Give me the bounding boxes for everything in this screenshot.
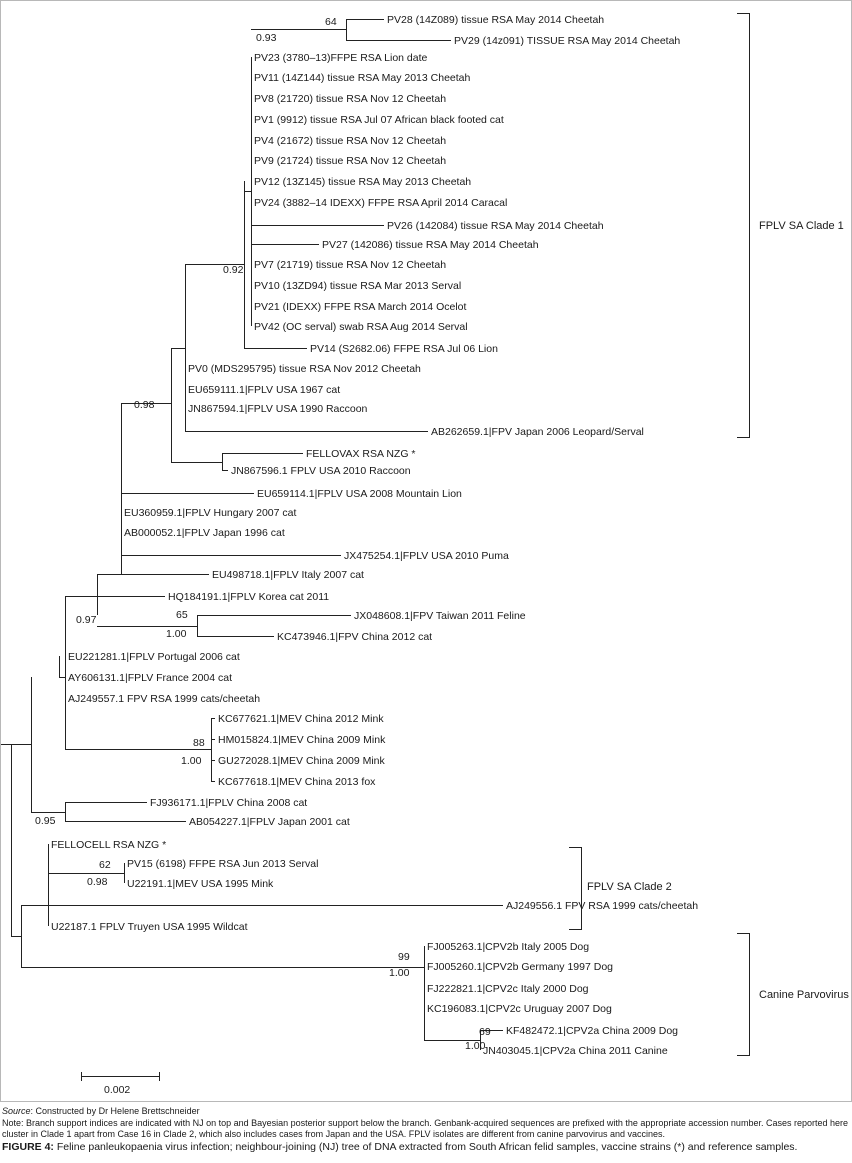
support-value: 1.00 — [389, 967, 410, 979]
tip-label: AB262659.1|FPV Japan 2006 Leopard/Serval — [431, 426, 644, 438]
tip-label: JN867596.1 FPLV USA 2010 Raccoon — [231, 465, 411, 477]
tip-label: PV1 (9912) tissue RSA Jul 07 African bla… — [254, 114, 504, 126]
caption-source: Source: Constructed by Dr Helene Brettsc… — [2, 1106, 850, 1118]
tip-label: FJ222821.1|CPV2c Italy 2000 Dog — [427, 983, 589, 995]
support-value: 0.95 — [35, 815, 56, 827]
scale-bar-label: 0.002 — [104, 1084, 130, 1096]
support-value: 69 — [479, 1026, 491, 1038]
tip-label: EU659114.1|FPLV USA 2008 Mountain Lion — [257, 488, 462, 500]
tip-label: PV21 (IDEXX) FFPE RSA March 2014 Ocelot — [254, 301, 466, 313]
tip-label: PV24 (3882–14 IDEXX) FFPE RSA April 2014… — [254, 197, 507, 209]
tip-label: AY606131.1|FPLV France 2004 cat — [68, 672, 232, 684]
clade-label: FPLV SA Clade 1 — [759, 220, 844, 232]
tip-label: JX475254.1|FPLV USA 2010 Puma — [344, 550, 509, 562]
caption-figure: FIGURE 4: Feline panleukopaenia virus in… — [2, 1141, 850, 1154]
tip-label: PV29 (14z091) TISSUE RSA May 2014 Cheeta… — [454, 35, 680, 47]
clade-label: FPLV SA Clade 2 — [587, 881, 672, 893]
tip-label: PV8 (21720) tissue RSA Nov 12 Cheetah — [254, 93, 446, 105]
tip-label: U22191.1|MEV USA 1995 Mink — [127, 878, 274, 890]
tip-label: AJ249556.1 FPV RSA 1999 cats/cheetah — [506, 900, 698, 912]
support-value: 65 — [176, 609, 188, 621]
support-value: 62 — [99, 859, 111, 871]
tip-label: FJ005263.1|CPV2b Italy 2005 Dog — [427, 941, 589, 953]
support-value: 0.98 — [134, 399, 155, 411]
support-value: 99 — [398, 951, 410, 963]
tip-label: PV42 (OC serval) swab RSA Aug 2014 Serva… — [254, 321, 468, 333]
source-text: : Constructed by Dr Helene Brettschneide… — [30, 1106, 200, 1116]
figure-label: FIGURE 4: — [2, 1140, 54, 1153]
tip-label: AJ249557.1 FPV RSA 1999 cats/cheetah — [68, 693, 260, 705]
tip-label: FELLOCELL RSA NZG * — [51, 839, 166, 851]
support-value: 0.97 — [76, 614, 97, 626]
tip-label: PV14 (S2682.06) FFPE RSA Jul 06 Lion — [310, 343, 498, 355]
clade-label: Canine Parvovirus — [759, 989, 849, 1001]
tip-label: KC473946.1|FPV China 2012 cat — [277, 631, 432, 643]
tip-label: JX048608.1|FPV Taiwan 2011 Feline — [354, 610, 526, 622]
tip-label: HM015824.1|MEV China 2009 Mink — [218, 734, 386, 746]
support-value: 0.93 — [256, 32, 277, 44]
tip-label: KC677618.1|MEV China 2013 fox — [218, 776, 376, 788]
figure-text: Feline panleukopaenia virus infection; n… — [53, 1140, 798, 1153]
support-value: 88 — [193, 737, 205, 749]
tip-label: KC677621.1|MEV China 2012 Mink — [218, 713, 384, 725]
figure-caption: Source: Constructed by Dr Helene Brettsc… — [2, 1106, 850, 1154]
tip-label: PV4 (21672) tissue RSA Nov 12 Cheetah — [254, 135, 446, 147]
tip-label: PV12 (13Z145) tissue RSA May 2013 Cheeta… — [254, 176, 471, 188]
support-value: 1.00 — [181, 755, 202, 767]
support-value: 64 — [325, 16, 337, 28]
tip-label: KF482472.1|CPV2a China 2009 Dog — [506, 1025, 678, 1037]
tip-label: GU272028.1|MEV China 2009 Mink — [218, 755, 385, 767]
tip-label: PV7 (21719) tissue RSA Nov 12 Cheetah — [254, 259, 446, 271]
phylogenetic-tree: PV28 (14Z089) tissue RSA May 2014 Cheeta… — [1, 13, 849, 1096]
tip-label: PV10 (13ZD94) tissue RSA Mar 2013 Serval — [254, 280, 461, 292]
support-value: 1.00 — [166, 628, 187, 640]
tip-label: AB054227.1|FPLV Japan 2001 cat — [189, 816, 350, 828]
tip-label: PV28 (14Z089) tissue RSA May 2014 Cheeta… — [387, 14, 604, 26]
tip-label: EU498718.1|FPLV Italy 2007 cat — [212, 569, 364, 581]
tip-label: EU360959.1|FPLV Hungary 2007 cat — [124, 507, 296, 519]
tip-label: JN867594.1|FPLV USA 1990 Raccoon — [188, 403, 368, 415]
tip-label: EU221281.1|FPLV Portugal 2006 cat — [68, 651, 240, 663]
tip-label: PV26 (142084) tissue RSA May 2014 Cheeta… — [387, 220, 604, 232]
tip-label: PV27 (142086) tissue RSA May 2014 Cheeta… — [322, 239, 539, 251]
support-value: 0.98 — [87, 876, 108, 888]
tip-label: JN403045.1|CPV2a China 2011 Canine — [483, 1045, 668, 1057]
tip-label: FJ936171.1|FPLV China 2008 cat — [150, 797, 307, 809]
tip-label: PV11 (14Z144) tissue RSA May 2013 Cheeta… — [254, 72, 471, 84]
tip-label: KC196083.1|CPV2c Uruguay 2007 Dog — [427, 1003, 612, 1015]
source-label: Source — [2, 1106, 31, 1116]
support-value: 0.92 — [223, 264, 244, 276]
tip-label: PV9 (21724) tissue RSA Nov 12 Cheetah — [254, 155, 446, 167]
tip-label: EU659111.1|FPLV USA 1967 cat — [188, 384, 340, 396]
support-value: 1.00 — [465, 1040, 486, 1052]
tip-label: FELLOVAX RSA NZG * — [306, 448, 416, 460]
tip-label: PV23 (3780–13)FFPE RSA Lion date — [254, 52, 428, 64]
tip-label: HQ184191.1|FPLV Korea cat 2011 — [168, 591, 329, 603]
caption-note: Note: Branch support indices are indicat… — [2, 1117, 848, 1140]
tip-label: FJ005260.1|CPV2b Germany 1997 Dog — [427, 961, 613, 973]
tree-frame: PV28 (14Z089) tissue RSA May 2014 Cheeta… — [0, 0, 852, 1102]
tip-label: U22187.1 FPLV Truyen USA 1995 Wildcat — [51, 921, 248, 933]
tip-label: PV15 (6198) FFPE RSA Jun 2013 Serval — [127, 858, 318, 870]
tip-label: AB000052.1|FPLV Japan 1996 cat — [124, 527, 285, 539]
tip-label: PV0 (MDS295795) tissue RSA Nov 2012 Chee… — [188, 363, 421, 375]
